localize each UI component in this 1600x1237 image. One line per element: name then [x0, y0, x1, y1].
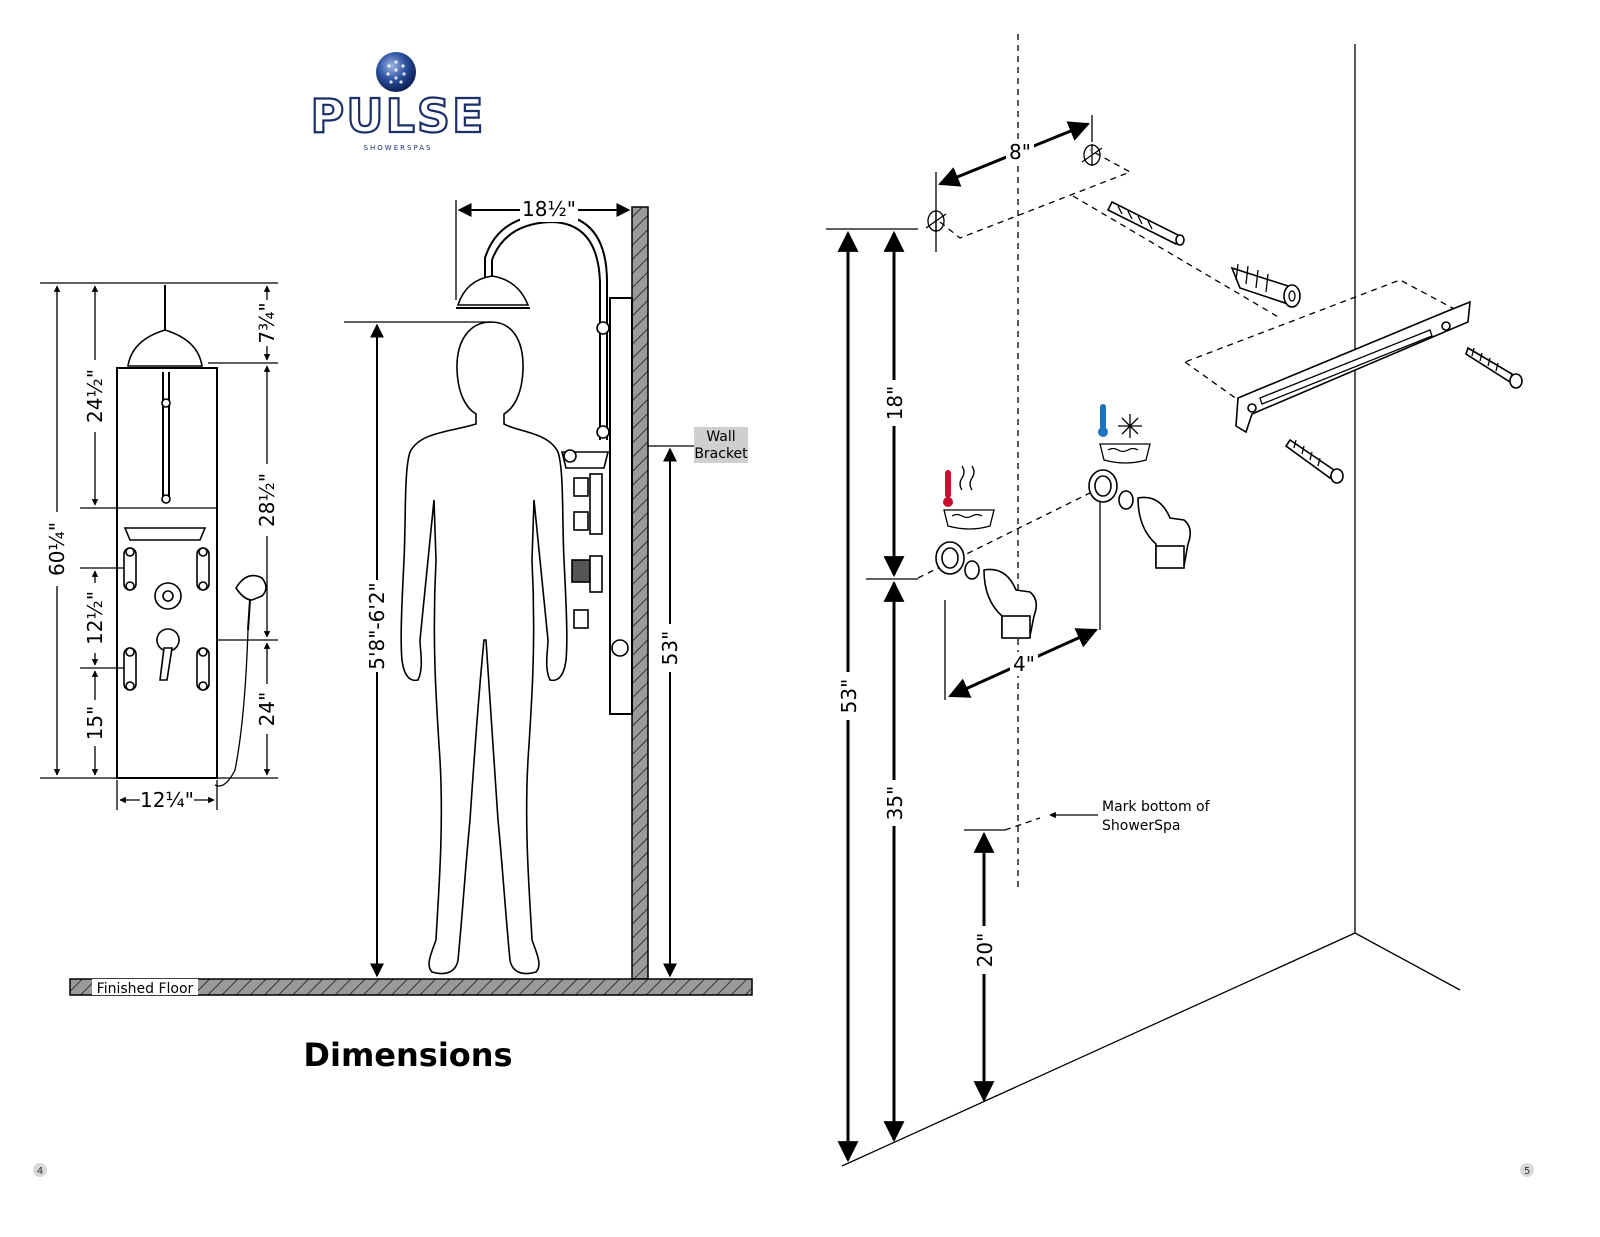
screw-icon-upper	[1465, 346, 1523, 389]
dim-head-to-body: 24½"	[83, 369, 107, 423]
dim-hose-to-floor: 24"	[255, 692, 279, 727]
floor	[69, 978, 753, 996]
dim-total-height: 60¼"	[45, 522, 69, 576]
shelf	[123, 527, 207, 541]
dim-bottom-jet: 15"	[83, 706, 107, 741]
dim-jet-spacing: 12½"	[83, 591, 107, 645]
dim-total: 53"	[837, 679, 861, 714]
drill-bit-icon	[1106, 200, 1185, 246]
rain-head-front	[127, 329, 203, 367]
dim-width: 12¼"	[140, 788, 194, 812]
dim-bracket-height: 53"	[658, 631, 682, 666]
mark-bottom-label-line1: Mark bottom of	[1102, 799, 1211, 815]
front-panel-view: 60¼" 24½" 12½" 15" 7¾" 28½" 24" 12¼"	[40, 282, 279, 812]
dim-mark-to-floor: 20"	[973, 933, 997, 968]
page-number-right: 5	[1520, 1163, 1534, 1177]
dim-body-to-hose: 28½"	[255, 473, 279, 527]
dim-head-top: 7¾"	[255, 302, 279, 343]
dim-inlets-to-mark: 35"	[883, 786, 907, 821]
dim-inlet-spacing: 4"	[1013, 652, 1035, 676]
globe-icon	[376, 52, 416, 92]
rain-head-side	[456, 275, 530, 306]
wall-bracket-icon	[1235, 300, 1471, 434]
wall-bracket-label	[694, 427, 748, 463]
finished-floor-label: Finished Floor	[97, 981, 194, 997]
wall-anchor-icon	[1230, 263, 1301, 308]
dim-person-height: 5'8"-6'2"	[365, 582, 389, 670]
cold-water-icon	[1098, 404, 1151, 464]
dim-arm-reach: 18½"	[522, 197, 576, 221]
page-number-left: 4	[33, 1163, 47, 1177]
page-title: Dimensions	[303, 1036, 512, 1074]
svg-text:Bracket: Bracket	[694, 446, 748, 462]
panel-side	[609, 297, 633, 715]
body-jets	[123, 547, 210, 691]
installation-view: 8"	[826, 34, 1523, 1167]
mark-bottom-label-line2: ShowerSpa	[1102, 818, 1181, 834]
hot-inlet-fitting	[935, 541, 1038, 639]
person-silhouette	[400, 321, 568, 975]
cold-inlet-fitting	[1088, 469, 1192, 569]
dim-to-inlets: 18"	[883, 386, 907, 421]
brand-tagline: SHOWERSPAS	[364, 144, 433, 152]
gooseneck-arm	[491, 220, 601, 320]
svg-text:5: 5	[1524, 1166, 1530, 1177]
brand-logo: PULSE SHOWERSPAS	[309, 52, 486, 152]
brand-name: PULSE	[311, 89, 486, 143]
wall	[631, 206, 649, 980]
handshower	[235, 574, 267, 601]
hot-water-icon	[943, 465, 995, 530]
screw-icon-lower	[1284, 438, 1344, 484]
dim-bracket-holes: 8"	[1009, 140, 1031, 164]
side-view: Finished Floor 18½"	[69, 197, 753, 997]
svg-text:4: 4	[37, 1166, 43, 1177]
svg-text:Wall: Wall	[706, 429, 735, 445]
